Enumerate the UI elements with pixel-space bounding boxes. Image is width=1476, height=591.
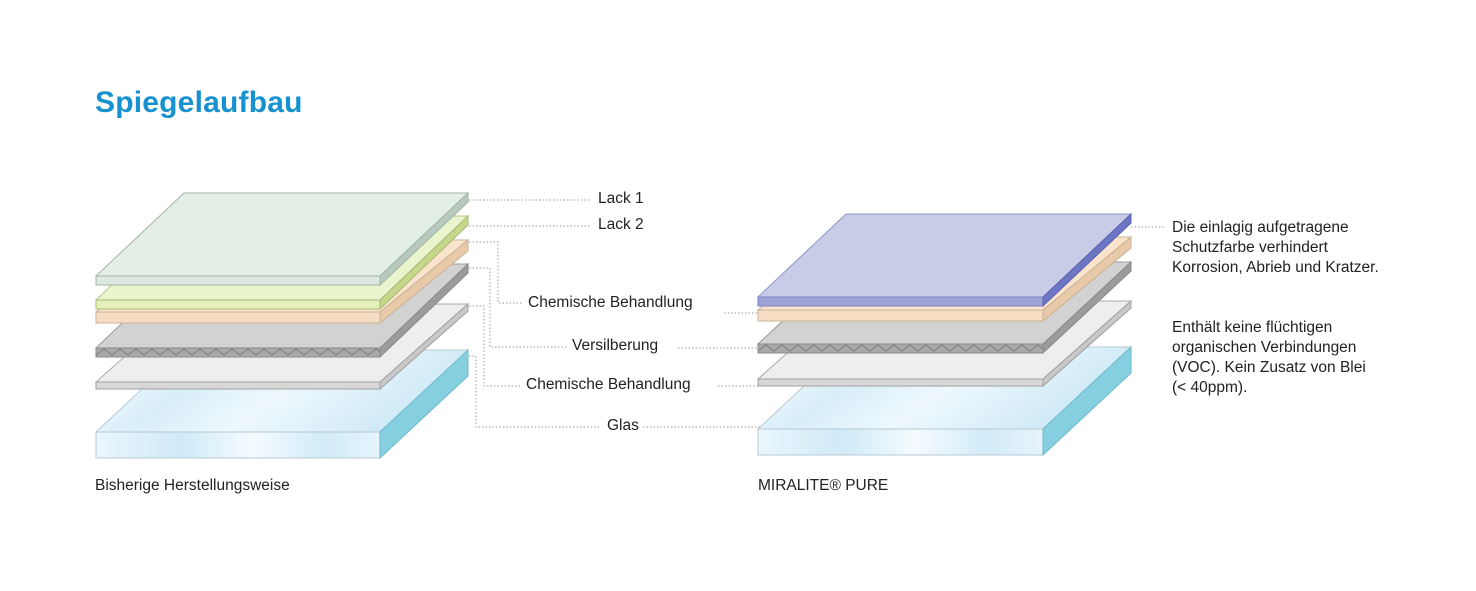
label-lack1: Lack 1 xyxy=(598,190,644,207)
page-title: Spiegelaufbau xyxy=(95,86,303,119)
caption-miralite-pure: MIRALITE® PURE xyxy=(758,477,889,494)
label-silvering: Versilberung xyxy=(572,337,659,354)
leader-silver xyxy=(469,267,566,348)
label-lack2: Lack 2 xyxy=(598,216,644,233)
leader-lines xyxy=(469,199,1165,428)
label-chemical-treatment-2: Chemische Behandlung xyxy=(526,376,691,393)
label-chemical-treatment-1: Chemische Behandlung xyxy=(528,294,693,311)
description-paragraph-1: Die einlagig aufgetragene Schutzfarbe ve… xyxy=(1172,219,1379,276)
right-layer-stack xyxy=(756,212,1133,457)
left-layer-stack xyxy=(94,191,470,460)
caption-conventional: Bisherige Herstellungsweise xyxy=(95,477,290,494)
left-lack1-layer xyxy=(94,191,470,287)
description-block-2: Enthält keine flüchtigen organischen Ver… xyxy=(1172,318,1372,398)
leader-chem1 xyxy=(469,241,522,304)
description-paragraph-2: Enthält keine flüchtigen organischen Ver… xyxy=(1172,319,1366,396)
leader-glass xyxy=(469,355,600,428)
description-block: Die einlagig aufgetragene Schutzfarbe ve… xyxy=(1172,218,1402,278)
label-glass: Glas xyxy=(607,417,639,434)
right-paint-layer xyxy=(756,212,1133,308)
leader-chem2 xyxy=(469,305,521,387)
